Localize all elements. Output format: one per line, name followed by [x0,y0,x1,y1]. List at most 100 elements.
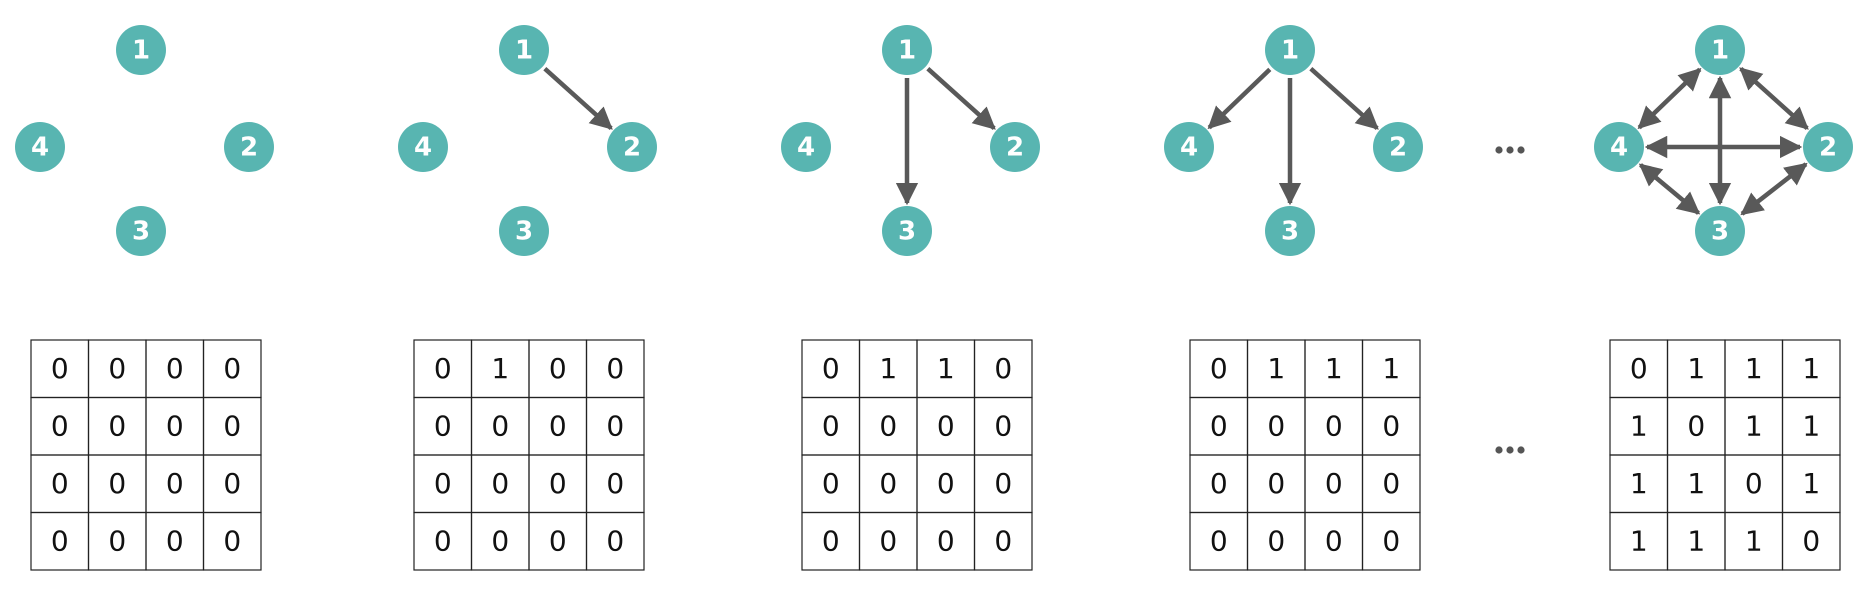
node-label: 1 [1711,36,1729,66]
matrix-cell-border [1781,511,1841,571]
node-1: 1 [1265,25,1315,75]
matrix-cell-border [585,511,645,571]
node-3: 3 [882,206,932,256]
matrix-cell-value: 0 [994,524,1012,557]
edge-1-2 [1739,67,1809,130]
matrix-cell-value: 0 [51,352,69,385]
matrix-cell-value: 0 [1267,467,1285,500]
node-circle [499,206,549,256]
node-3: 3 [499,206,549,256]
node-circle [224,122,274,172]
graph-panel-2: 1 2 3 4 [398,25,657,256]
node-label: 3 [132,217,150,247]
matrix-cell-value: 0 [822,409,840,442]
node-4: 4 [781,122,831,172]
node-2: 2 [607,122,657,172]
node-label: 1 [1281,36,1299,66]
node-3: 3 [1265,206,1315,256]
matrix-cell-value: 0 [223,352,241,385]
node-label: 2 [623,133,641,163]
matrix-cell-value: 0 [1325,467,1343,500]
matrix-cell-value: 0 [491,524,509,557]
matrix-cell-value: 0 [108,524,126,557]
matrix-cell-value: 0 [879,409,897,442]
node-3: 3 [1695,206,1745,256]
node-circle [882,206,932,256]
node-1: 1 [499,25,549,75]
node-circle [1803,122,1853,172]
matrix-cell-value: 0 [1210,352,1228,385]
node-circle [1373,122,1423,172]
matrix-cell-value: 0 [994,352,1012,385]
node-4: 4 [1164,122,1214,172]
matrix-cell-border [1361,511,1421,571]
matrix-cell-value: 0 [1745,467,1763,500]
node-label: 3 [515,217,533,247]
edge-1-2 [1309,67,1379,130]
matrix-cell-value: 0 [108,352,126,385]
matrix-cell-value: 0 [606,524,624,557]
node-2: 2 [1803,122,1853,172]
node-4: 4 [398,122,448,172]
ellipsis-layer [1495,146,1525,454]
matrix-cell-value: 0 [51,409,69,442]
matrix-cell-value: 0 [1267,409,1285,442]
matrix-cell-value: 1 [1802,409,1820,442]
matrix-cell-value: 0 [879,524,897,557]
matrix-cell-value: 1 [879,352,897,385]
node-circle [499,25,549,75]
matrix-cell-value: 1 [1325,352,1343,385]
matrix-cell-value: 0 [606,409,624,442]
matrix-cell-value: 0 [879,467,897,500]
node-1: 1 [1695,25,1745,75]
node-label: 4 [1180,133,1198,163]
node-circle [1265,206,1315,256]
matrix-cell-value: 0 [1210,409,1228,442]
node-circle [882,25,932,75]
node-circle [116,25,166,75]
matrix-cell-value: 0 [606,467,624,500]
matrix-cell-value: 1 [1687,467,1705,500]
matrix-cell-border [973,511,1033,571]
node-4: 4 [15,122,65,172]
matrix-cell-value: 0 [1382,467,1400,500]
node-label: 2 [1819,133,1837,163]
node-2: 2 [1373,122,1423,172]
node-label: 4 [1610,133,1628,163]
matrix-cell-value: 0 [491,467,509,500]
matrix-cell-value: 1 [1630,524,1648,557]
node-label: 2 [240,133,258,163]
matrix-cell-value: 0 [434,352,452,385]
matrix-cell-value: 0 [606,352,624,385]
matrix-cell-value: 0 [549,524,567,557]
matrix-cell-value: 1 [1802,467,1820,500]
edge-3-4 [1638,163,1701,215]
matrix-cell-value: 0 [108,409,126,442]
ellipsis-dot [1495,146,1503,154]
edge-1-2 [926,67,996,130]
matrix-cell-value: 0 [166,524,184,557]
matrix-cell-value: 0 [51,524,69,557]
matrix-cell-value: 0 [994,409,1012,442]
matrix-cell-value: 0 [166,352,184,385]
matrix-cell-value: 0 [937,467,955,500]
node-2: 2 [990,122,1040,172]
matrix-cell-value: 0 [937,524,955,557]
ellipsis-dot [1517,446,1525,454]
matrix-cell-value: 0 [1267,524,1285,557]
matrix-cell-value: 0 [1325,409,1343,442]
node-circle [1265,25,1315,75]
matrix-cell-value: 0 [166,409,184,442]
node-circle [781,122,831,172]
node-circle [15,122,65,172]
node-4: 4 [1594,122,1644,172]
matrix-cell-value: 0 [434,524,452,557]
node-label: 4 [797,133,815,163]
node-2: 2 [224,122,274,172]
